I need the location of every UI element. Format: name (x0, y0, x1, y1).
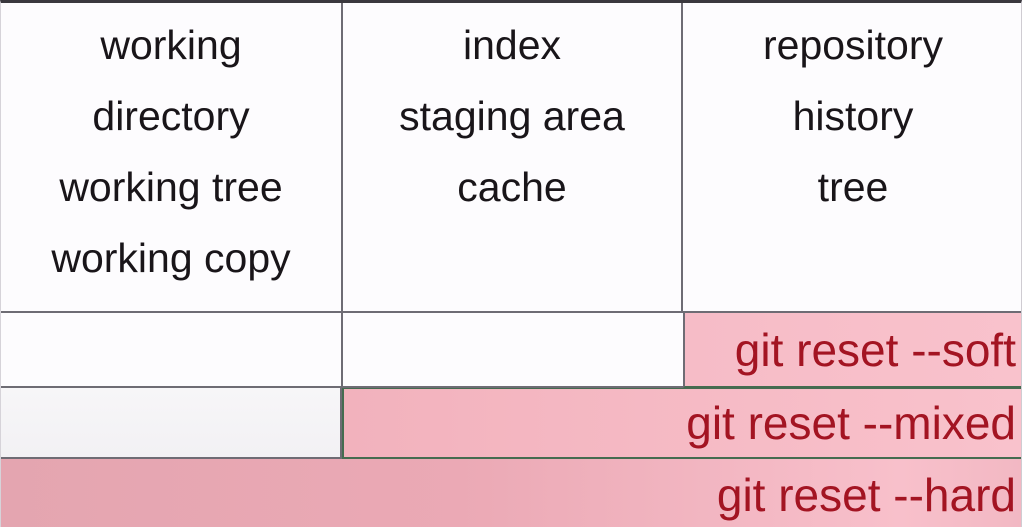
command-label-soft: git reset --soft (734, 323, 1016, 376)
header-line: repository (762, 22, 943, 68)
command-label-mixed: git reset --mixed (686, 397, 1016, 449)
header-line: tree (817, 164, 889, 210)
table-header-row: working directory working tree working c… (1, 3, 1021, 313)
mixed-blank-cell-working-directory (1, 388, 342, 459)
header-line: history (792, 93, 914, 139)
row-git-reset-soft: git reset --soft (1, 313, 1021, 388)
row-git-reset-mixed: git reset --mixed (1, 388, 1021, 459)
header-cell-working-directory: working directory working tree working c… (1, 3, 343, 311)
header-line: directory (92, 93, 250, 139)
header-line: cache (457, 164, 567, 210)
soft-blank-cell-working-directory (1, 313, 343, 388)
header-line: working tree (59, 164, 283, 210)
hard-highlight-cell: git reset --hard (1, 459, 1021, 527)
header-line: working (100, 22, 242, 68)
soft-blank-cell-index (343, 313, 683, 388)
header-line: index (462, 22, 561, 68)
row-git-reset-hard: git reset --hard (1, 459, 1021, 527)
header-cell-index: index staging area cache (343, 3, 683, 311)
command-label-hard: git reset --hard (716, 468, 1016, 521)
header-cell-repository: repository history tree (683, 3, 1021, 311)
mixed-highlight-cell: git reset --mixed (342, 388, 1021, 459)
soft-highlight-cell: git reset --soft (683, 313, 1021, 388)
header-line: staging area (399, 93, 625, 139)
header-line: working copy (51, 235, 291, 281)
